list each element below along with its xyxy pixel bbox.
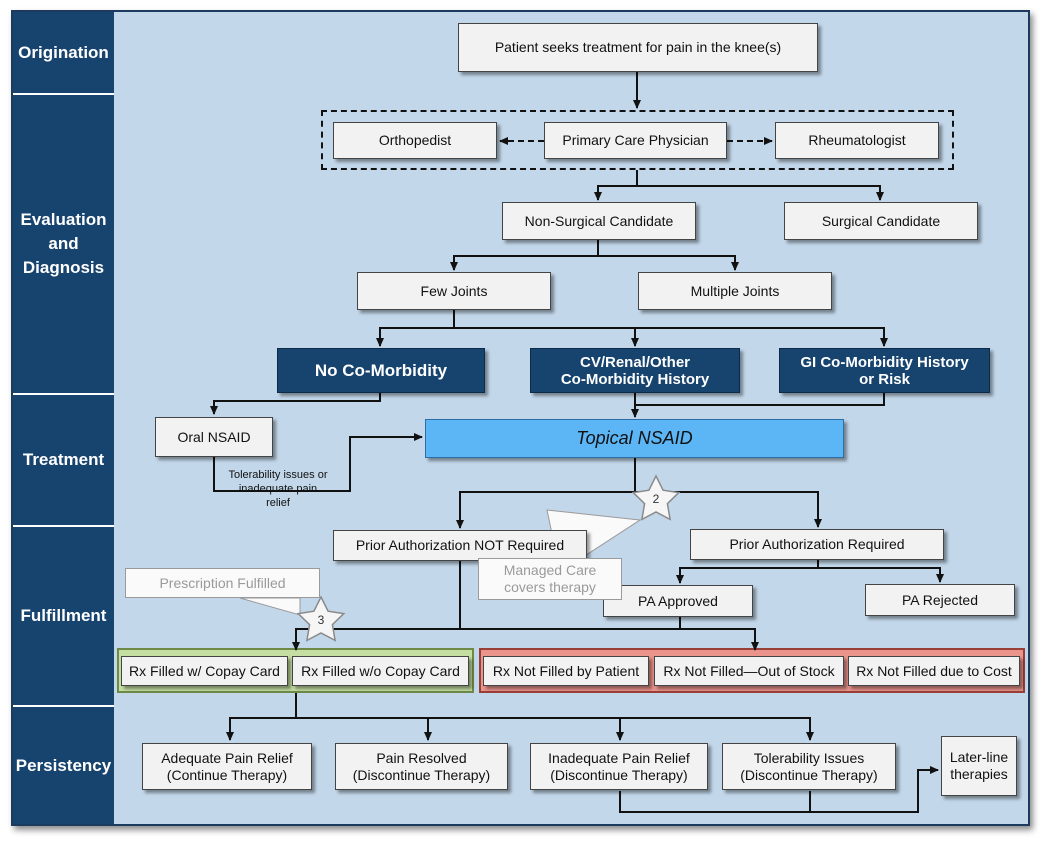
stage-divider	[13, 393, 114, 395]
rx-not-filled-stock-box: Rx Not Filled—Out of Stock	[654, 656, 844, 686]
stage-divider	[13, 705, 114, 707]
rx-filled-copay-box: Rx Filled w/ Copay Card	[121, 656, 288, 686]
pa-required-box: Prior Authorization Required	[690, 529, 944, 560]
stage-divider	[13, 93, 114, 95]
oral-nsaid-box: Oral NSAID	[155, 417, 273, 457]
rheumatologist-box: Rheumatologist	[775, 122, 939, 159]
pa-rejected-box: PA Rejected	[865, 584, 1015, 616]
stage-fulfillment: Fulfillment	[20, 606, 107, 625]
arrow-to-rx-not-filled	[680, 628, 759, 651]
pa-not-required-box: Prior Authorization NOT Required	[333, 530, 587, 561]
rx-not-filled-cost-box: Rx Not Filled due to Cost	[848, 656, 1020, 686]
arrow-to-rx-filled	[292, 561, 461, 651]
line-gi-to-topical	[635, 393, 885, 406]
rx-filled-no-copay-box: Rx Filled w/o Copay Card	[292, 656, 469, 686]
arrow-to-non-surgical	[594, 170, 638, 201]
stage-evaluation: Evaluation and Diagnosis	[20, 210, 107, 277]
prescription-callout-pointer	[239, 597, 301, 616]
line-pa-approved-join	[460, 617, 681, 630]
arrow-to-pa-not-required	[456, 458, 636, 529]
arrow-to-later-line	[619, 766, 939, 813]
prescription-fulfilled-callout: Prescription Fulfilled	[125, 568, 320, 598]
arrow-to-inadequate	[428, 717, 624, 741]
arrow-to-surgical	[637, 185, 884, 201]
star-3-icon	[296, 595, 346, 642]
arrow-to-multiple-joints	[598, 255, 739, 271]
pa-approved-box: PA Approved	[603, 585, 753, 617]
topical-nsaid-box: Topical NSAID	[425, 419, 844, 458]
managed-care-callout: Managed Care covers therapy	[478, 558, 622, 600]
surgical-candidate-box: Surgical Candidate	[784, 202, 978, 240]
pain-resolved-box: Pain Resolved (Discontinue Therapy)	[335, 743, 508, 790]
tolerability-issues-note: Tolerability issues or inadequate pain r…	[228, 469, 328, 509]
arrow-to-pa-approved	[676, 560, 819, 584]
cv-renal-comorbidity-box: CV/Renal/Other Co-Morbidity History	[530, 348, 740, 393]
arrow-to-adequate	[226, 693, 297, 741]
arrow-to-tolerability	[620, 717, 814, 741]
physician-group-box	[321, 110, 954, 170]
star-2-icon	[631, 474, 681, 521]
arrow-to-no-comorbidity	[376, 310, 455, 347]
stage-sidebar	[13, 12, 114, 824]
arrow-oral-to-topical	[213, 433, 423, 492]
arrow-to-few-joints	[450, 240, 599, 271]
primary-care-physician-box: Primary Care Physician	[544, 122, 727, 159]
later-line-therapies-box: Later-line therapies	[941, 736, 1017, 796]
tolerability-issues-box: Tolerability Issues (Discontinue Therapy…	[722, 743, 896, 790]
arrow-to-resolved	[296, 717, 432, 741]
arrow-to-cv-renal	[454, 327, 639, 347]
arrow-to-pa-required	[635, 491, 822, 528]
multiple-joints-box: Multiple Joints	[638, 272, 832, 310]
rx-not-filled-patient-box: Rx Not Filled by Patient	[483, 656, 649, 686]
adequate-pain-relief-box: Adequate Pain Relief (Continue Therapy)	[142, 743, 312, 790]
orthopedist-box: Orthopedist	[333, 122, 497, 159]
non-surgical-candidate-box: Non-Surgical Candidate	[502, 202, 696, 240]
stage-origination: Origination	[18, 42, 109, 62]
arrow-to-pa-rejected	[818, 567, 944, 583]
stage-divider	[13, 525, 114, 527]
arrow-to-gi	[635, 327, 888, 347]
inadequate-pain-relief-box: Inadequate Pain Relief (Discontinue Ther…	[530, 743, 708, 790]
gi-comorbidity-box: GI Co-Morbidity History or Risk	[779, 348, 990, 393]
star-2-label: 2	[653, 492, 660, 506]
arrow-to-oral-nsaid	[210, 393, 381, 415]
no-comorbidity-box: No Co-Morbidity	[277, 348, 485, 393]
star-3-label: 3	[318, 613, 325, 627]
few-joints-box: Few Joints	[357, 272, 551, 310]
patient-seeks-treatment-box: Patient seeks treatment for pain in the …	[458, 23, 818, 72]
stage-treatment: Treatment	[22, 450, 105, 469]
stage-persistency: Persistency	[15, 755, 112, 775]
